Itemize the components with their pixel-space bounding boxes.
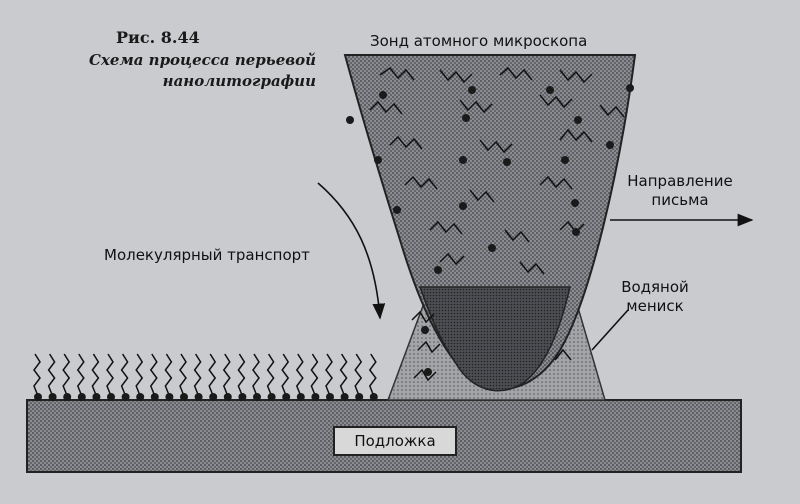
writing-direction-label-line-1: Направление	[627, 172, 733, 190]
sam-molecule-tail	[164, 353, 173, 397]
sam-molecule-head	[369, 393, 378, 401]
sam-molecule-head	[107, 393, 115, 401]
sam-molecule-head	[223, 393, 232, 401]
sam-molecule-head	[296, 393, 305, 401]
sam-molecule-tail	[222, 353, 231, 397]
sam-molecule-tail	[33, 353, 41, 397]
sam-molecule-tail	[76, 353, 85, 397]
sam-molecule-head	[326, 393, 334, 401]
sam-molecule-tail	[310, 353, 319, 397]
sam-molecule-tail	[179, 353, 187, 397]
sam-molecule-tail	[354, 353, 363, 397]
sam-molecule-tail	[295, 353, 304, 397]
sam-molecule-tail	[193, 353, 202, 397]
sam-molecule-tail	[91, 353, 100, 397]
sam-molecule-head	[238, 393, 247, 401]
sam-molecule-tail	[120, 353, 129, 397]
probe-tip	[418, 286, 571, 392]
sam-molecule-head	[77, 393, 86, 401]
sam-molecule-tail	[208, 353, 217, 397]
sam-molecule-tail	[135, 353, 144, 397]
sam-molecule-head	[165, 393, 174, 401]
sam-molecule-head	[209, 393, 218, 401]
sam-molecule-head	[121, 393, 130, 401]
sam-molecule-tail	[339, 353, 348, 397]
sam-molecule-tail	[62, 353, 71, 397]
transport-arrow	[317, 182, 386, 320]
meniscus-label-line-1: Водяной	[621, 278, 689, 296]
sam-molecule-tail	[281, 353, 290, 397]
figure-caption-line-1: Схема процесса перьевой	[89, 51, 316, 69]
probe-molecules	[369, 66, 625, 275]
sam-molecule-head	[34, 393, 42, 401]
sam-molecule-tail	[47, 353, 56, 397]
writing-direction-label-line-2: письма	[651, 191, 709, 209]
figure-number: Рис. 8.44	[116, 28, 200, 47]
sam-molecule-tail	[106, 353, 114, 397]
sam-molecule-head	[136, 393, 145, 401]
sam-molecule-tail	[252, 353, 260, 397]
sam-molecule-tail	[368, 353, 377, 397]
probe-label: Зонд атомного микроскопа	[370, 32, 588, 50]
sam-molecule-head	[180, 393, 188, 401]
sam-molecule-head	[282, 393, 291, 401]
substrate-label: Подложка	[333, 426, 457, 456]
figure-caption: Схема процесса перьевой нанолитографии	[26, 50, 316, 92]
transport-label: Молекулярный транспорт	[104, 246, 310, 264]
probe-molecule-heads	[346, 84, 634, 376]
writing-direction-label: Направление письма	[610, 172, 750, 210]
sam-molecule-tail	[149, 353, 158, 397]
sam-molecule-head	[311, 393, 320, 401]
sam-molecule-head	[194, 393, 203, 401]
sam-molecule-head	[92, 393, 101, 401]
sam-molecule-head	[355, 393, 364, 401]
sam-molecule-tail	[237, 353, 246, 397]
meniscus-molecules	[411, 310, 572, 382]
sam-molecule-head	[340, 393, 349, 401]
meniscus-label: Водяной мениск	[600, 278, 710, 316]
meniscus-pointer	[591, 309, 629, 351]
sam-molecule-head	[48, 393, 57, 401]
sam-molecule-head	[150, 393, 159, 401]
sam-molecule-head	[63, 393, 72, 401]
self-assembled-monolayer	[33, 353, 378, 401]
sam-molecule-tail	[325, 353, 333, 397]
meniscus-label-line-2: мениск	[626, 297, 684, 315]
sam-molecule-tail	[266, 353, 275, 397]
sam-molecule-head	[267, 393, 276, 401]
figure-caption-line-2: нанолитографии	[162, 72, 316, 90]
sam-molecule-head	[253, 393, 261, 401]
